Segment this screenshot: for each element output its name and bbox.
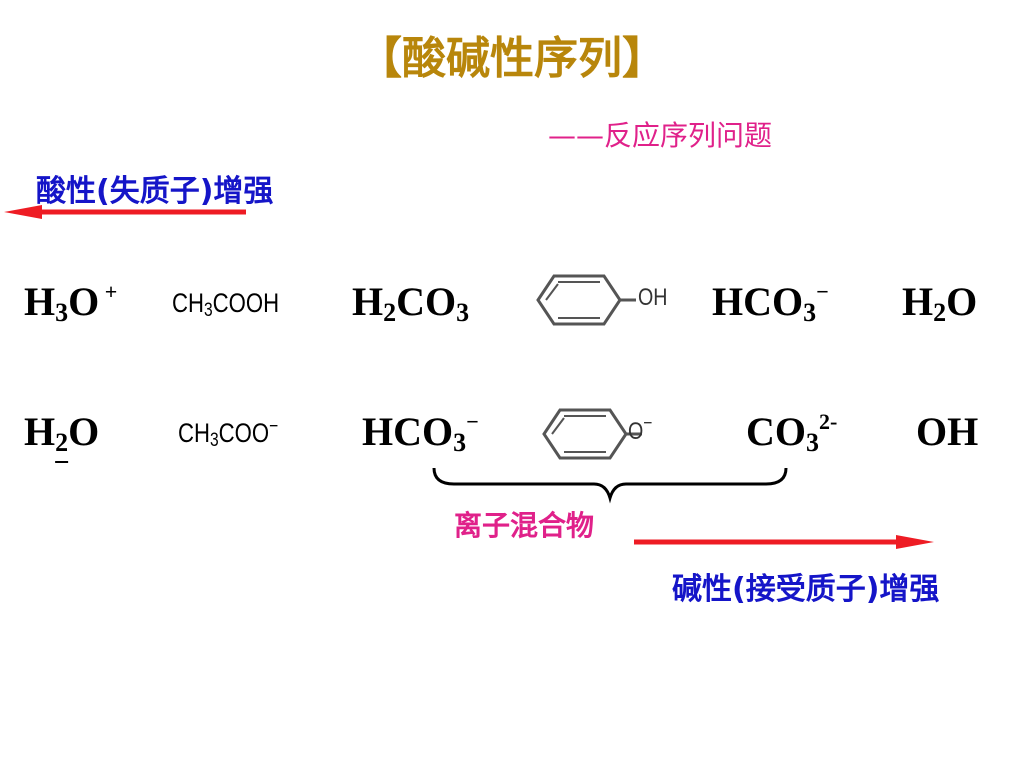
base-strength-label: 碱性(接受质子)增强 [672, 572, 940, 607]
phenol-ring-icon [536, 274, 636, 326]
phenol-oh: OH [638, 284, 668, 311]
mixture-brace [432, 467, 788, 504]
carbonate-ion: CO32- [746, 409, 838, 457]
h3o-plus: H3O + [24, 279, 118, 327]
phenoxide-o: O− [628, 413, 653, 445]
bicarbonate-row2: HCO3− [362, 409, 479, 457]
bicarbonate-row1: HCO3− [712, 279, 829, 327]
mixture-label: 离子混合物 [454, 509, 595, 542]
acetate-ion: CH3COO− [178, 416, 279, 451]
acid-direction-arrow [4, 205, 246, 219]
acetic-acid: CH3COOH [172, 288, 280, 321]
page-title: 【酸碱性序列】 [358, 33, 666, 84]
phenoxide-ring-icon [542, 408, 642, 460]
base-direction-arrow [634, 535, 934, 549]
subtitle: ——反应序列问题 [548, 119, 773, 152]
carbonic-acid: H2CO3 [352, 279, 470, 327]
acid-strength-label: 酸性(失质子)增强 [36, 174, 274, 209]
hydroxide: OH [916, 409, 979, 454]
water-row1: H2O [902, 279, 978, 327]
water-row2: H2O [24, 409, 100, 457]
